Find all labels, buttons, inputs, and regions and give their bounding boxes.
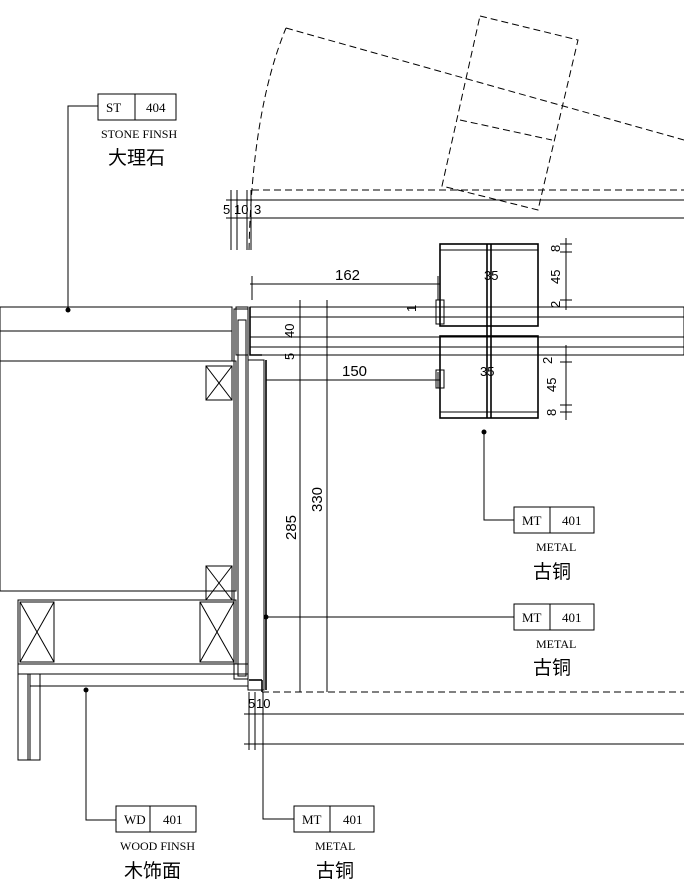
tag-stone-name-en: STONE FINSH — [101, 127, 177, 141]
dim-top-3: 3 — [254, 202, 261, 217]
tag-metal-mid-name-cn: 古铜 — [533, 657, 571, 679]
tag-metal-top-name-cn: 古铜 — [533, 561, 571, 583]
tag-metal-bottom-name-en: METAL — [315, 839, 355, 853]
dim-5: 5 — [282, 353, 297, 360]
tag-wood-code: WD — [124, 812, 146, 827]
door-frame — [233, 308, 269, 692]
stone-slab — [0, 306, 233, 362]
dim-right-bottom-8: 8 — [544, 409, 559, 416]
door-leaf — [235, 306, 684, 356]
tag-metal-top-number: 401 — [562, 513, 582, 528]
dim-right-bottom-2: 2 — [540, 357, 555, 364]
dim-285: 285 — [283, 515, 300, 540]
tag-metal-bottom-code: MT — [302, 812, 322, 827]
tag-metal-mid-code: MT — [522, 610, 542, 625]
tag-metal-top-code: MT — [522, 513, 542, 528]
dim-handle-top-35: 35 — [484, 268, 498, 283]
tag-metal-mid: MT 401 METAL 古铜 — [513, 603, 595, 679]
tag-wood-number: 401 — [163, 812, 183, 827]
dim-bottom-5: 5 — [248, 696, 255, 711]
dim-top-10: 10 — [234, 202, 248, 217]
dim-right-top-8: 8 — [548, 245, 563, 252]
tag-metal-bottom-name-cn: 古铜 — [316, 860, 354, 882]
tag-metal-bottom-number: 401 — [343, 812, 363, 827]
tag-metal-bottom: MT 401 METAL 古铜 — [293, 805, 375, 882]
tag-wood: WD 401 WOOD FINSH 木饰面 — [115, 805, 197, 882]
tag-metal-mid-number: 401 — [562, 610, 582, 625]
dim-right-top-45: 45 — [548, 270, 563, 284]
tag-metal-top: MT 401 METAL 古铜 — [513, 506, 595, 583]
dim-330: 330 — [309, 487, 326, 512]
dimension-lines — [226, 190, 684, 750]
tag-stone-code: ST — [106, 100, 121, 115]
handle-assembly — [435, 243, 539, 435]
lower-frame — [17, 599, 249, 761]
dim-1: 1 — [404, 305, 419, 312]
dimension-text: 5 10 3 162 150 40 5 1 285 330 5 10 35 35… — [223, 202, 563, 711]
tag-metal-mid-name-en: METAL — [536, 637, 576, 651]
dim-right-bottom-45: 45 — [544, 378, 559, 392]
dim-handle-bottom-35: 35 — [480, 364, 494, 379]
dim-162: 162 — [335, 267, 360, 284]
wall-block — [0, 360, 237, 601]
dim-top-5: 5 — [223, 202, 230, 217]
tag-stone-number: 404 — [146, 100, 166, 115]
dim-150: 150 — [342, 363, 367, 380]
tag-wood-name-cn: 木饰面 — [124, 860, 181, 882]
tag-metal-top-name-en: METAL — [536, 540, 576, 554]
dim-40: 40 — [282, 324, 297, 338]
leader-lines — [65, 105, 514, 821]
tag-stone: ST 404 STONE FINSH 大理石 — [97, 93, 177, 169]
tag-stone-name-cn: 大理石 — [108, 147, 165, 169]
tag-wood-name-en: WOOD FINSH — [120, 839, 195, 853]
door-swing — [248, 15, 684, 251]
dim-bottom-10: 10 — [256, 696, 270, 711]
dim-right-top-2: 2 — [548, 301, 563, 308]
